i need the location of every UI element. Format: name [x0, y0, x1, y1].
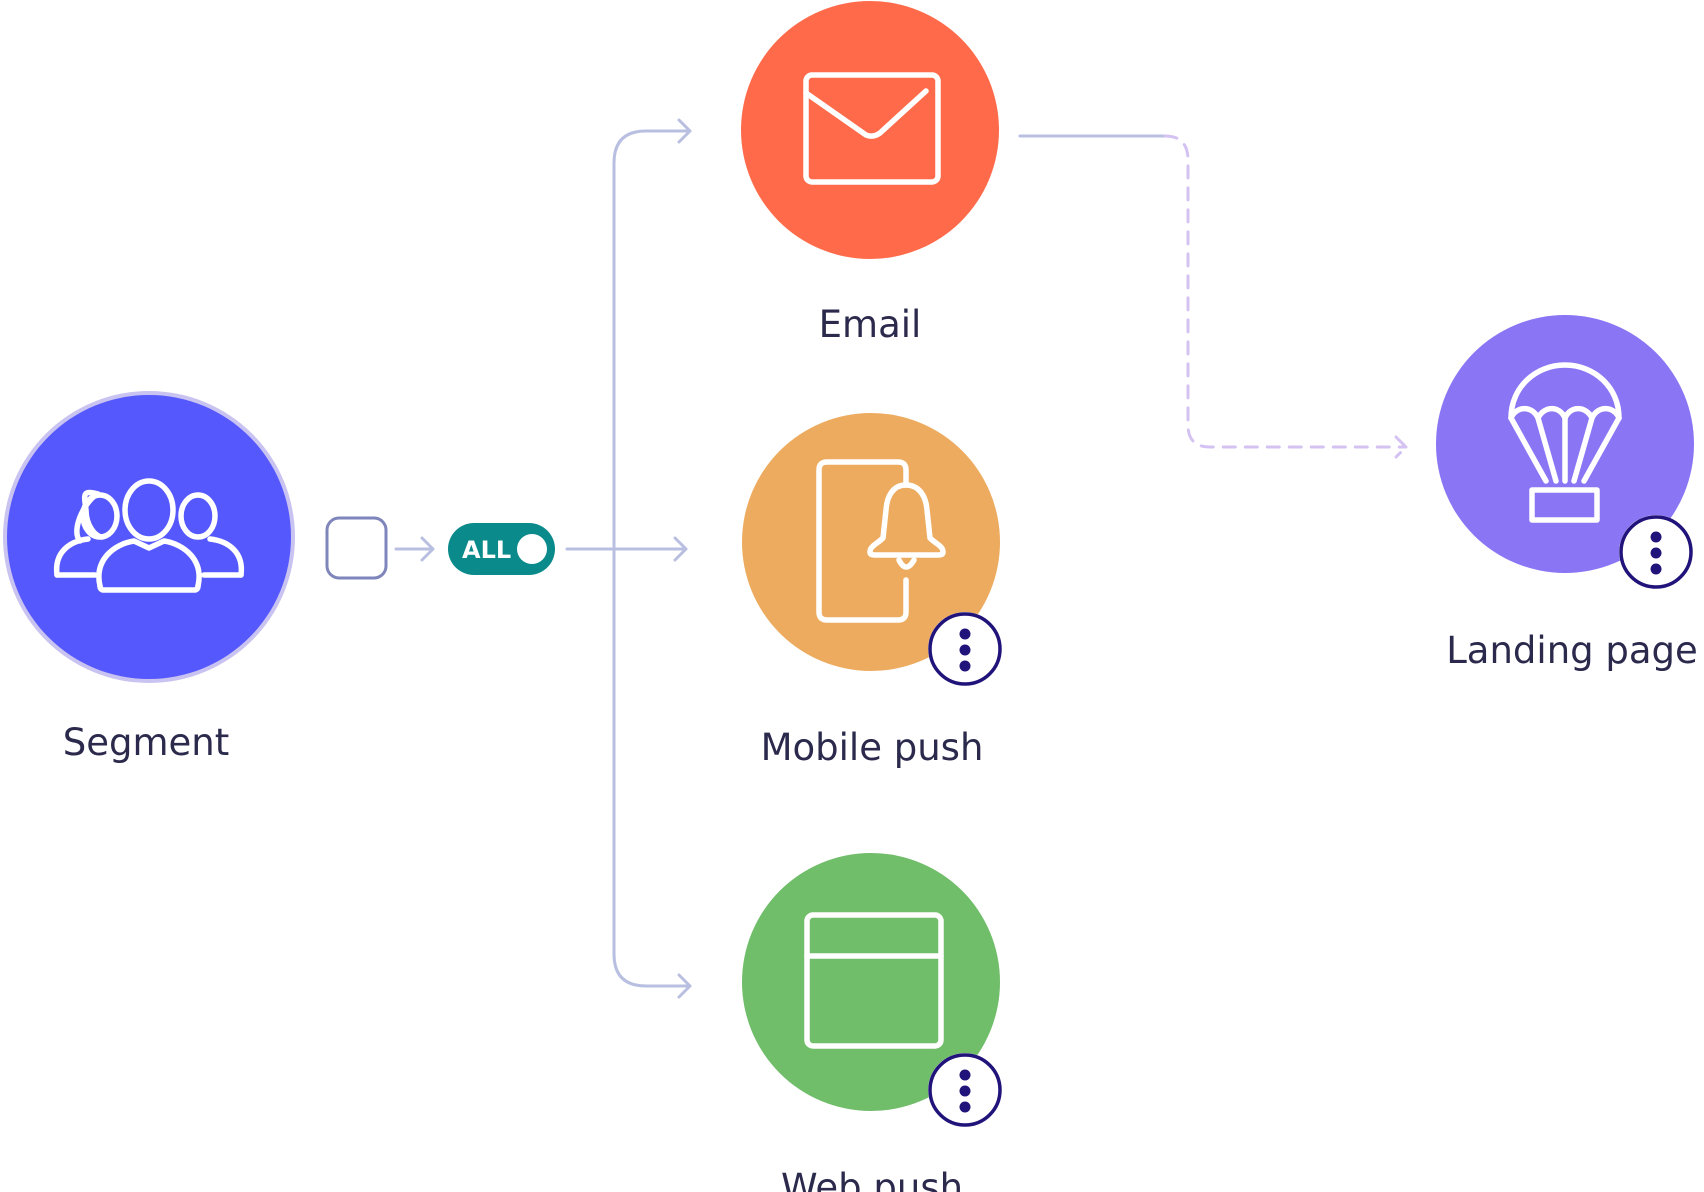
- landing-page-menu-button[interactable]: [1619, 515, 1693, 589]
- connectors: [394, 118, 1408, 999]
- landing-page-node[interactable]: Landing page: [1436, 315, 1698, 672]
- more-vertical-icon: [959, 628, 971, 672]
- connector-segment-to-filter: [394, 536, 435, 562]
- segment-node[interactable]: Segment: [3, 391, 295, 764]
- web-push-label: Web push: [781, 1166, 963, 1192]
- all-toggle[interactable]: ALL: [448, 523, 555, 575]
- email-label: Email: [819, 303, 922, 346]
- connector-email-to-landing-page: [1163, 134, 1408, 459]
- mobile-push-node[interactable]: Mobile push: [742, 413, 1002, 769]
- email-node-circle: [741, 1, 999, 259]
- landing-page-label: Landing page: [1446, 629, 1698, 672]
- connector-toggle-to-split: [565, 536, 688, 562]
- segment-label: Segment: [63, 721, 230, 764]
- more-vertical-icon: [1650, 531, 1662, 575]
- mobile-push-node-circle: [742, 413, 1000, 671]
- people-group-icon: [53, 478, 245, 593]
- parachute-icon: [1508, 362, 1622, 523]
- connector-split-to-web-push: [612, 547, 692, 999]
- filter-checkbox[interactable]: [325, 516, 388, 580]
- all-toggle-knob: [517, 534, 547, 564]
- web-push-menu-button[interactable]: [928, 1053, 1002, 1127]
- mobile-push-menu-button[interactable]: [928, 612, 1002, 686]
- envelope-icon: [803, 72, 941, 185]
- phone-bell-icon: [816, 459, 946, 623]
- all-toggle-label: ALL: [462, 536, 511, 564]
- connector-split-to-email: [612, 118, 692, 551]
- web-push-node[interactable]: Web push: [742, 853, 1002, 1192]
- browser-window-icon: [804, 912, 944, 1049]
- mobile-push-label: Mobile push: [761, 726, 984, 769]
- email-node[interactable]: Email: [741, 1, 999, 346]
- more-vertical-icon: [959, 1069, 971, 1113]
